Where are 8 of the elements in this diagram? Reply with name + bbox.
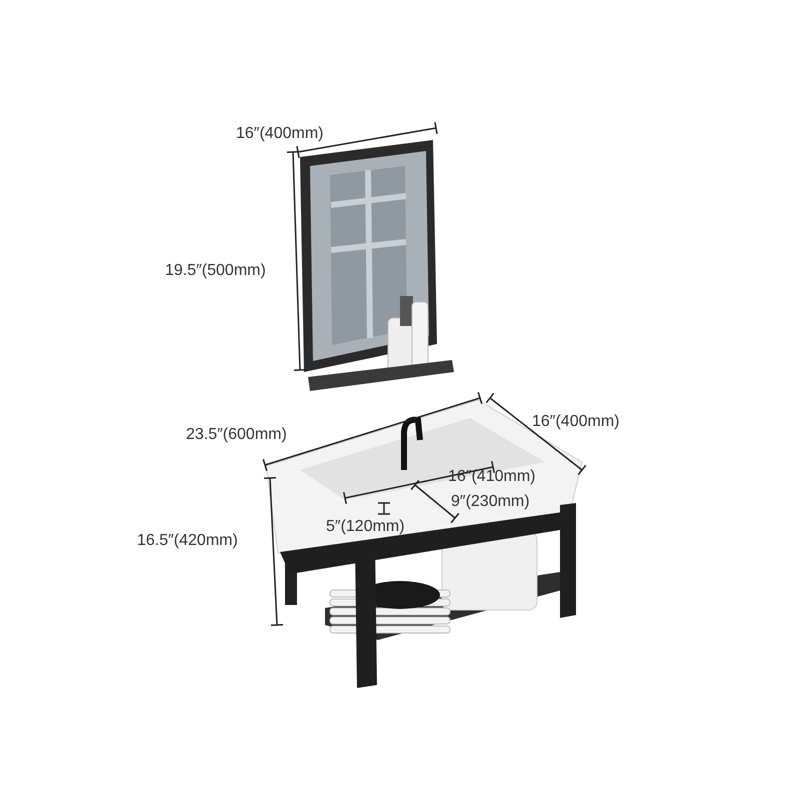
dimension-label: 16″(400mm) xyxy=(532,414,620,430)
dimension-label: 5″(120mm) xyxy=(326,519,405,535)
dimension-label: 23.5″(600mm) xyxy=(186,427,287,443)
dimension-label: 16″(410mm) xyxy=(448,469,536,485)
dimension-label: 16″(400mm) xyxy=(236,126,324,142)
dimension-label: 19.5″(500mm) xyxy=(165,263,266,279)
dimension-label: 9″(230mm) xyxy=(451,494,530,510)
dimension-label: 16.5″(420mm) xyxy=(137,533,238,549)
